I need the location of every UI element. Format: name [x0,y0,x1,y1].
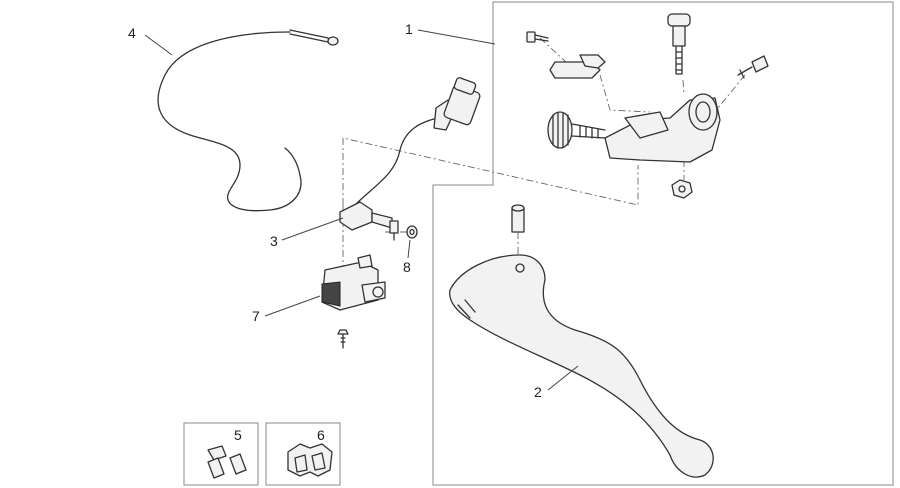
callout-7: 7 [252,308,260,324]
part-6-clip [287,443,333,477]
part-7-switch-housing [321,254,386,349]
adjuster-knob [547,111,573,149]
part-4-cable [157,29,339,212]
part-3-switch [339,77,481,241]
leader-lines [144,29,579,391]
callout-2: 2 [534,384,542,400]
callout-1: 1 [405,21,413,37]
assembly-frame [432,1,894,486]
callout-5: 5 [234,427,242,443]
part-1-lever-bracket [526,13,769,199]
cable-end-nipple [327,36,339,46]
part-5-box [183,422,259,486]
callout-4: 4 [128,25,136,41]
part-5-clip [207,445,247,479]
part-2-lever [449,204,714,478]
callout-8: 8 [403,259,411,275]
part-6-box [265,422,341,486]
callout-3: 3 [270,233,278,249]
callout-6: 6 [317,427,325,443]
part-8-washer [406,225,418,239]
